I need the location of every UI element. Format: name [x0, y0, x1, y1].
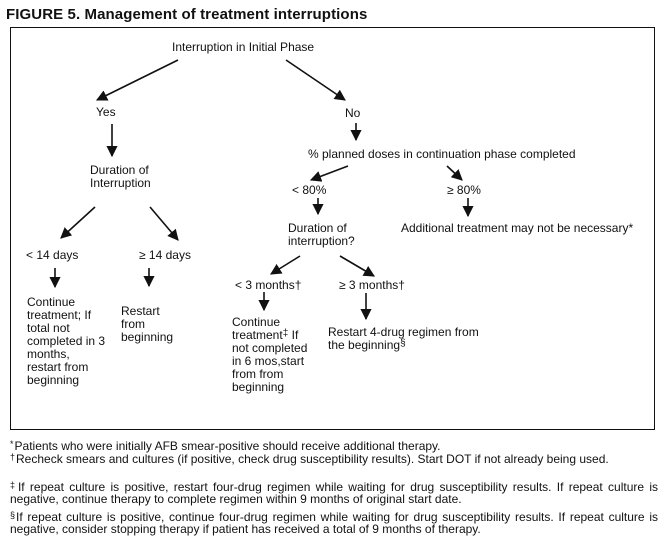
node-ge14: ≥ 14 days [139, 248, 191, 262]
footnote-2-mark: † [10, 452, 16, 462]
node-ge3: ≥ 3 months† [339, 278, 405, 292]
node-continue-mid-rest: If not completed in 6 mos,start from fro… [232, 328, 308, 394]
node-lt14: < 14 days [26, 248, 79, 262]
footnote-4: §If repeat culture is positive, continue… [10, 510, 658, 536]
footnote-4-mark: § [10, 510, 16, 520]
footnote-1: *Patients who were initially AFB smear-p… [10, 439, 658, 453]
footnote-2: †Recheck smears and cultures (if positiv… [10, 452, 658, 466]
flowchart-frame [10, 27, 655, 430]
arrow-planned-lt80 [309, 165, 349, 182]
footnote-4-text: If repeat culture is positive, continue … [10, 510, 658, 536]
arrow-durationq-lt3 [270, 255, 301, 275]
node-ge80: ≥ 80% [447, 183, 481, 197]
arrow-root-no [285, 59, 346, 101]
arrow-root-yes [95, 59, 179, 101]
node-continue-mid: Continue treatment‡ If not completed in … [232, 316, 312, 394]
node-lt80: < 80% [292, 183, 327, 197]
dagger-double-mark: ‡ [282, 328, 289, 339]
footnote-3-text: If repeat culture is positive, restart f… [10, 480, 658, 506]
node-continue-left: Continue treatment; If total not complet… [27, 295, 106, 387]
node-restart-4drug: Restart 4-drug regimen from the beginnin… [328, 326, 493, 352]
footnote-1-mark: * [10, 439, 14, 449]
node-restart-4drug-text: Restart 4-drug regimen from the beginnin… [328, 325, 479, 352]
arrow-planned-ge80 [446, 165, 463, 181]
footnote-1-text: Patients who were initially AFB smear-po… [14, 439, 441, 453]
footnote-2-text: Recheck smears and cultures (if positive… [16, 452, 609, 466]
node-planned-doses: % planned doses in continuation phase co… [308, 147, 576, 161]
node-duration: Duration of Interruption [90, 163, 151, 190]
node-yes: Yes [96, 105, 116, 119]
node-root: Interruption in Initial Phase [172, 40, 315, 54]
node-restart-left: Restart from beginning [121, 304, 174, 344]
node-continue-mid-lead: Continue treatment [232, 315, 283, 342]
section-mark: § [400, 338, 406, 349]
arrow-duration-ge14 [149, 206, 179, 241]
node-additional: Additional treatment may not be necessar… [401, 221, 634, 235]
node-no: No [345, 106, 361, 120]
footnote-3: ‡If repeat culture is positive, restart … [10, 480, 658, 506]
arrow-durationq-ge3 [339, 255, 375, 277]
node-duration-question: Duration of interruption? [288, 221, 355, 248]
node-lt3: < 3 months† [235, 278, 302, 292]
arrow-duration-lt14 [60, 206, 96, 239]
footnote-3-mark: ‡ [10, 480, 17, 490]
figure-title: FIGURE 5. Management of treatment interr… [6, 6, 368, 23]
